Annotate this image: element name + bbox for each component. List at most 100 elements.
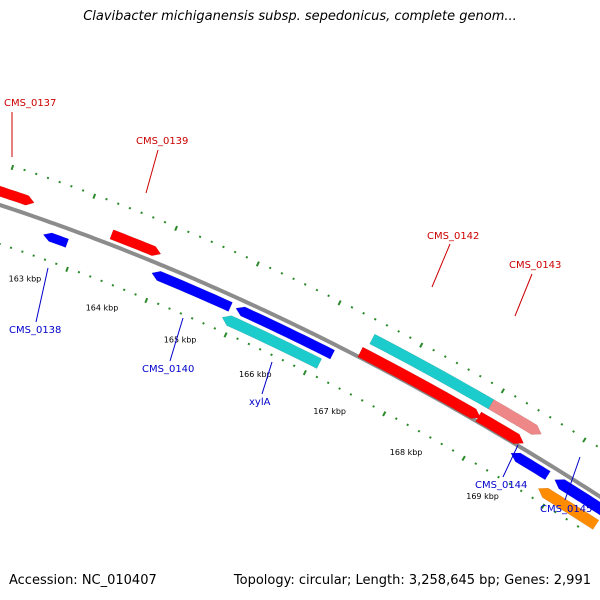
inner-tick-mark (540, 503, 546, 509)
outer-tick-mark (187, 230, 190, 234)
inner-tick-mark (372, 405, 375, 408)
leader-line (35, 267, 49, 323)
inner-tick-mark (485, 469, 489, 472)
inner-tick-mark (134, 293, 137, 296)
scale-tick-label: 167 kbp (313, 407, 346, 416)
outer-tick-mark (419, 342, 424, 348)
inner-tick-mark (360, 399, 364, 402)
outer-tick-mark (268, 266, 272, 270)
inner-tick-mark (213, 327, 217, 330)
inner-tick-mark (326, 381, 330, 385)
outer-tick-mark (128, 206, 132, 210)
inner-tick-mark (394, 417, 398, 421)
outer-tick-mark (478, 374, 482, 378)
gene-arrow-cms_0140 (151, 270, 233, 312)
inner-tick-mark (302, 370, 307, 376)
outer-tick-mark (92, 193, 97, 199)
outer-tick-mark (397, 330, 400, 333)
inner-tick-mark (88, 275, 92, 278)
inner-tick-mark (43, 258, 47, 261)
gene-label-cms_0143: CMS_0143 (509, 260, 561, 271)
outer-tick-mark (525, 401, 529, 405)
gene-arrow-cms_0144 (510, 452, 551, 481)
gene-arrow-cms_0137 (0, 185, 35, 206)
leader-line (169, 317, 184, 362)
inner-tick-mark (565, 517, 569, 521)
outer-tick-mark (548, 415, 552, 419)
gene-arrow (357, 346, 481, 419)
inner-tick-mark (576, 525, 580, 528)
outer-tick-mark (537, 408, 540, 412)
map-title: Clavibacter michiganensis subsp. sepedon… (83, 9, 517, 24)
gene-arrow-cms_0139 (109, 229, 162, 256)
inner-tick-mark (111, 284, 115, 287)
gene-arrow-xyla (221, 315, 323, 369)
scale-tick-label: 164 kbp (86, 303, 119, 312)
inner-tick-mark (32, 254, 35, 257)
gene-arrow (554, 479, 600, 516)
inner-tick-mark (349, 393, 353, 396)
outer-tick-mark (151, 216, 155, 219)
scale-tick-label: 165 kbp (164, 336, 197, 345)
scale-tick-label: 168 kbp (390, 448, 423, 457)
outer-tick-mark (292, 277, 295, 281)
inner-tick-mark (553, 510, 557, 514)
outer-tick-mark (490, 381, 494, 385)
scale-tick-label: 169 kbp (466, 492, 499, 501)
outer-tick-mark (572, 430, 575, 433)
gene-label-cms_0144: CMS_0144 (475, 480, 527, 491)
gene-arrow (475, 411, 524, 444)
inner-tick-mark (406, 423, 409, 427)
inner-tick-mark (144, 297, 149, 304)
inner-tick-mark (156, 302, 160, 306)
inner-tick-mark (202, 322, 205, 325)
gene-label-xyla: xylA (249, 397, 271, 408)
outer-tick-mark (233, 250, 237, 254)
gene-label-cms_0145: CMS_0145 (540, 504, 592, 515)
inner-tick-mark (21, 250, 24, 253)
inner-tick-mark (122, 288, 126, 292)
outer-tick-mark (432, 348, 435, 352)
topology-text: Topology: circular; Length: 3,258,645 bp… (233, 573, 591, 588)
inner-tick-mark (55, 262, 58, 266)
leader-line (261, 361, 273, 395)
accession-text: Accession: NC_010407 (9, 573, 157, 588)
outer-tick-mark (70, 184, 73, 188)
outer-tick-mark (10, 164, 15, 171)
outer-tick-mark (408, 336, 412, 339)
inner-tick-mark (247, 342, 251, 346)
outer-tick-mark (303, 283, 307, 286)
outer-tick-mark (255, 261, 260, 267)
outer-tick-mark (46, 176, 50, 180)
outer-tick-mark (105, 197, 108, 201)
leader-line (514, 273, 533, 317)
outer-tick-mark (362, 311, 365, 315)
inner-tick-mark (223, 332, 228, 338)
inner-tick-mark (270, 353, 273, 357)
outer-tick-mark (327, 294, 330, 298)
inner-tick-mark (338, 387, 341, 390)
outer-tick-mark (116, 202, 120, 205)
outer-tick-mark (443, 355, 447, 358)
leader-line (502, 444, 519, 478)
inner-tick-mark (474, 462, 478, 466)
gene-label-cms_0138: CMS_0138 (9, 325, 61, 336)
leader-line (431, 243, 451, 288)
inner-tick-mark (531, 496, 534, 500)
scale-tick-label: 166 kbp (239, 370, 272, 379)
inner-tick-mark (258, 347, 262, 351)
outer-tick-mark (350, 306, 354, 309)
outer-tick-mark (560, 422, 564, 426)
outer-tick-mark (582, 437, 587, 443)
inner-tick-mark (428, 436, 432, 439)
inner-tick-mark (461, 455, 466, 461)
outer-tick-mark (595, 444, 599, 448)
outer-tick-mark (385, 323, 389, 327)
outer-tick-mark (500, 388, 505, 394)
outer-tick-mark (455, 361, 459, 365)
gene-arrow-cms_0143 (487, 399, 542, 435)
inner-tick-mark (168, 307, 171, 310)
gene-arrow (235, 306, 336, 360)
outer-tick-mark (373, 317, 377, 321)
